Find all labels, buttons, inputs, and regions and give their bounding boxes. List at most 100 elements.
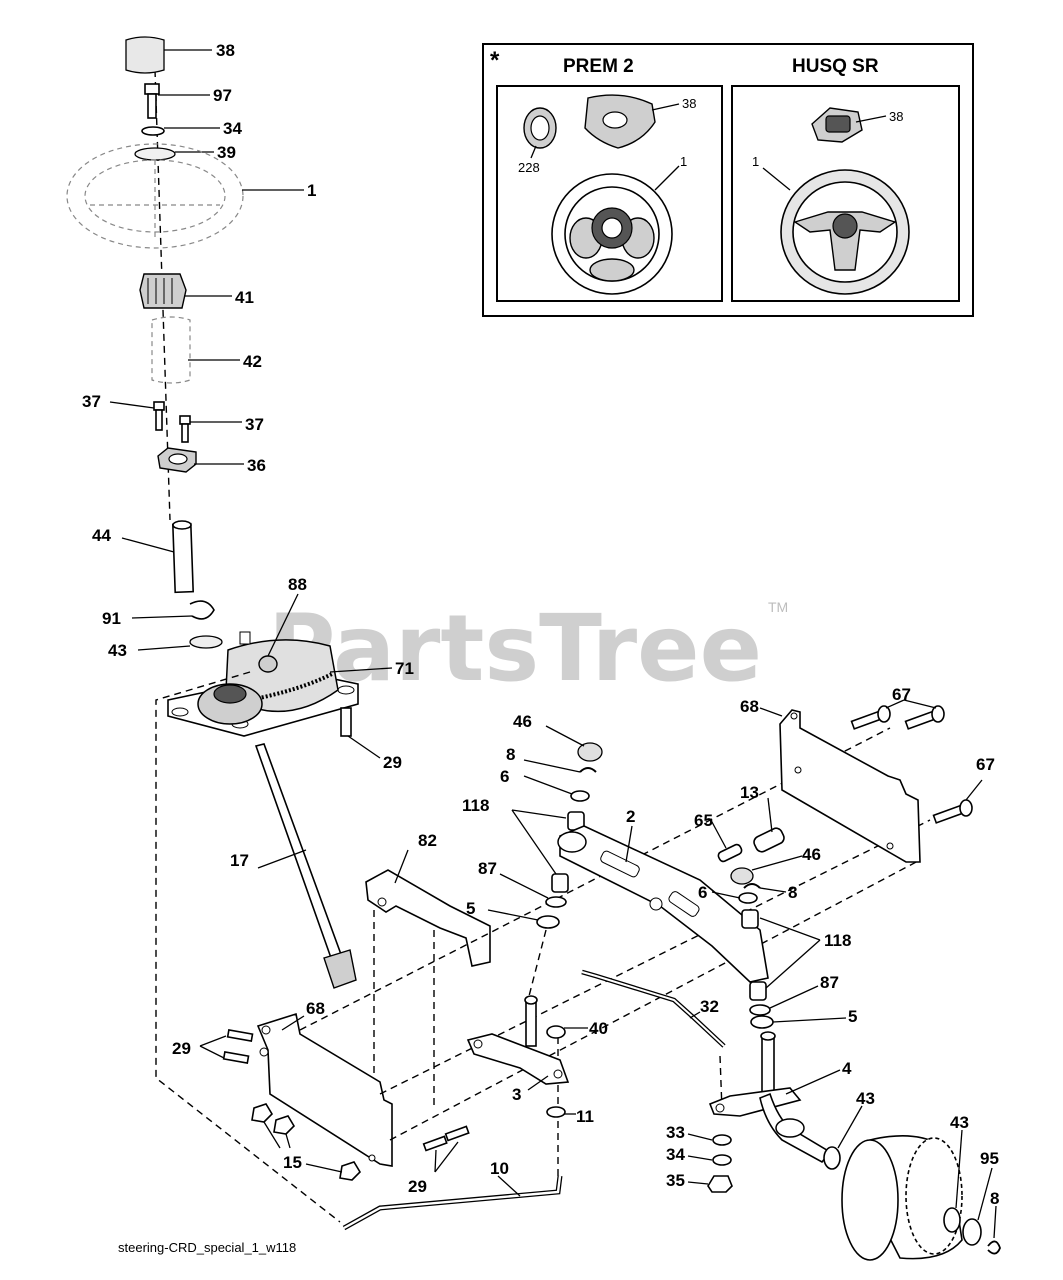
inset-callout-38-husq: 38 — [889, 109, 903, 124]
washer-34-top — [141, 126, 220, 136]
nut-35 — [687, 1175, 733, 1193]
bushings-118-right — [741, 909, 821, 1001]
washer-5-right — [750, 1015, 847, 1029]
callout-29-left: 29 — [172, 1039, 191, 1058]
dashed-guide-lower — [389, 859, 921, 1141]
callout-8-wheel: 8 — [990, 1189, 999, 1208]
callout-87-left: 87 — [478, 859, 497, 878]
callout-8-left: 8 — [506, 745, 515, 764]
drag-link-10 — [342, 1175, 563, 1231]
prem2-emblem-228 — [523, 107, 557, 159]
callout-82: 82 — [418, 831, 437, 850]
callout-37-right: 37 — [245, 415, 264, 434]
cap-38 — [125, 36, 212, 74]
washer-87-left — [499, 873, 567, 908]
prem2-steering-wheel-1 — [551, 165, 680, 295]
callout-36: 36 — [247, 456, 266, 475]
callout-17: 17 — [230, 851, 249, 870]
inset-marker: * — [490, 47, 500, 74]
washer-33 — [687, 1133, 732, 1146]
callout-29-gear: 29 — [383, 753, 402, 772]
nut-88 — [258, 593, 299, 673]
callout-4: 4 — [842, 1059, 852, 1078]
watermark-trademark: TM — [768, 599, 788, 615]
callout-29-bottom: 29 — [408, 1177, 427, 1196]
callout-5-left: 5 — [466, 899, 475, 918]
spindle-4 — [708, 1031, 841, 1164]
clip-8-wheel — [987, 1205, 1001, 1255]
nut-40 — [546, 1025, 588, 1039]
callout-97: 97 — [213, 86, 232, 105]
callout-65: 65 — [694, 811, 713, 830]
husq-steering-wheel-1 — [762, 167, 910, 295]
callout-68-right: 68 — [740, 697, 759, 716]
dashed-guide-left — [155, 671, 341, 1223]
callout-43-column: 43 — [108, 641, 127, 660]
callout-10: 10 — [490, 1159, 509, 1178]
inset-column-title-husq-sr: HUSQ SR — [792, 56, 879, 77]
washer-6-left — [523, 775, 590, 802]
callout-118-left: 118 — [462, 796, 489, 815]
nuts-15 — [251, 1103, 362, 1181]
callout-40: 40 — [589, 1019, 608, 1038]
inset-panel: * PREM 2 HUSQ SR 228 38 1 — [482, 43, 974, 317]
callout-95: 95 — [980, 1149, 999, 1168]
callout-42: 42 — [243, 352, 262, 371]
callout-46-left: 46 — [513, 712, 532, 731]
clip-91 — [131, 600, 215, 620]
dashed-left-spindle — [527, 929, 547, 1001]
callout-3: 3 — [512, 1085, 521, 1104]
bolts-29-left — [199, 1029, 254, 1064]
bracket-82 — [365, 849, 491, 967]
inset-callout-228: 228 — [518, 160, 540, 175]
inset-column-title-prem2: PREM 2 — [563, 56, 634, 77]
callout-43-wheel-inner: 43 — [856, 1089, 875, 1108]
mounting-plate-68-right — [759, 707, 921, 863]
washer-34-bottom — [687, 1154, 732, 1166]
diagram-caption: steering-CRD_special_1_w118 — [118, 1240, 296, 1255]
steering-shaft-17 — [254, 743, 357, 989]
bolt-37-right — [179, 415, 242, 443]
callout-32: 32 — [700, 997, 719, 1016]
washer-11 — [546, 1106, 576, 1118]
washer-5-left — [487, 909, 560, 929]
adapter-41 — [139, 273, 232, 309]
bushing-plate-36 — [157, 447, 244, 473]
callout-33: 33 — [666, 1123, 685, 1142]
callout-6-right: 6 — [698, 883, 707, 902]
callout-67-top: 67 — [892, 685, 911, 704]
callout-15: 15 — [283, 1153, 302, 1172]
tie-rod-32 — [581, 969, 726, 1048]
washer-43-column — [137, 635, 223, 651]
bushings-118-left — [511, 809, 585, 893]
clip-8-left — [523, 759, 597, 773]
callout-118-right: 118 — [824, 931, 851, 950]
bolts-29-bottom — [422, 1125, 470, 1173]
washer-39 — [134, 147, 214, 161]
washer-87-right — [749, 985, 819, 1016]
inset-callout-38-prem2: 38 — [682, 96, 696, 111]
callout-87-right: 87 — [820, 973, 839, 992]
callout-1: 1 — [307, 181, 316, 200]
callout-34-bottom: 34 — [666, 1145, 685, 1164]
washer-43-wheel-inner — [823, 1105, 863, 1170]
cap-46-left — [545, 725, 603, 762]
washer-6-right — [711, 891, 758, 904]
bushing-13 — [753, 797, 785, 853]
bellows-42 — [151, 316, 240, 384]
callout-44: 44 — [92, 526, 111, 545]
callout-39: 39 — [217, 143, 236, 162]
steering-gear-assembly-71 — [167, 631, 393, 737]
callout-38: 38 — [216, 41, 235, 60]
prem2-cover-38 — [584, 94, 680, 149]
bolts-67 — [850, 699, 983, 824]
callout-41: 41 — [235, 288, 254, 307]
callout-71: 71 — [395, 659, 414, 678]
callout-5-right: 5 — [848, 1007, 857, 1026]
washer-95 — [962, 1167, 993, 1246]
steering-wheel-1 — [66, 143, 304, 249]
callout-8-right: 8 — [788, 883, 797, 902]
bolt-97 — [144, 83, 210, 119]
washer-43-wheel-outer — [943, 1129, 963, 1233]
